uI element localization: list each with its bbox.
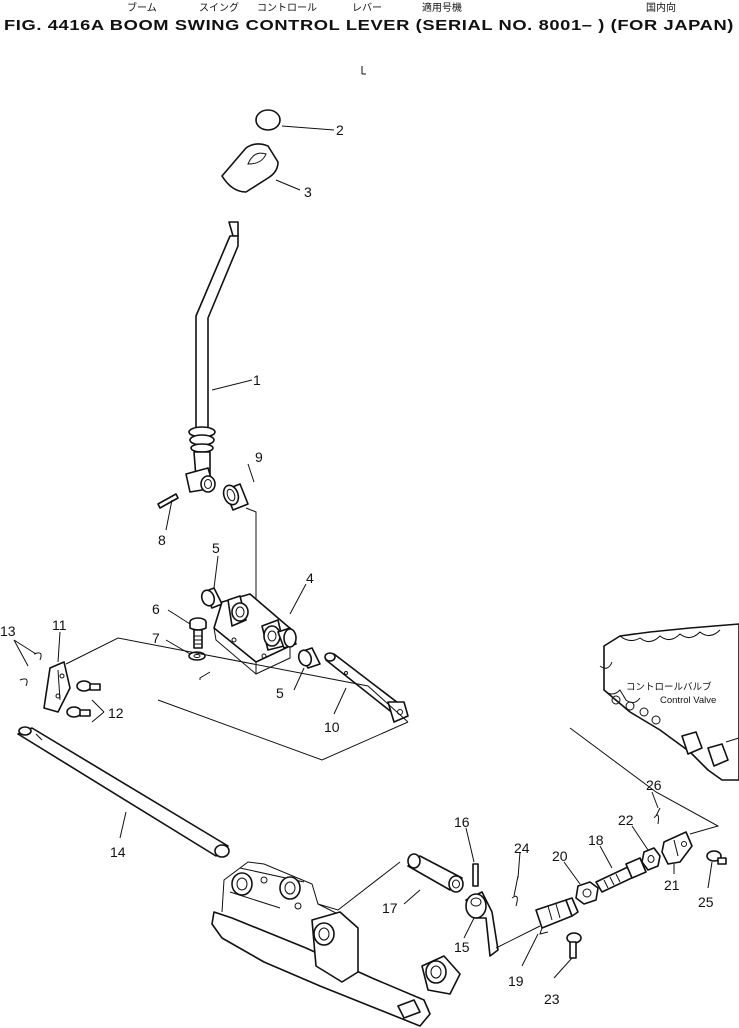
callout-19: 19 — [508, 973, 524, 989]
callout-14: 14 — [110, 844, 126, 860]
callout-22: 22 — [618, 812, 634, 828]
callout-25: 25 — [698, 894, 714, 910]
callout-18: 18 — [588, 832, 604, 848]
callout-8: 8 — [158, 532, 166, 548]
part-20-nut — [575, 881, 599, 905]
assembly-line-tick — [199, 671, 211, 680]
control-valve-label: Control Valve — [660, 695, 716, 706]
part-25-bolt — [706, 850, 727, 865]
jp-domestic: 国内向 — [646, 1, 676, 14]
part-16-pin — [472, 863, 479, 887]
callout-26: 26 — [646, 777, 662, 793]
control-valve: コントロールバルブ Control Valve — [599, 623, 739, 781]
part-19-yoke — [535, 897, 579, 935]
part-14-rod — [17, 726, 230, 858]
callout-24: 24 — [514, 840, 530, 856]
callout-16: 16 — [454, 814, 470, 830]
part-24-cotter-pin — [511, 875, 519, 907]
callout-13: 13 — [0, 623, 16, 639]
jp-lever: レバー — [352, 2, 382, 14]
part-9-bushing — [222, 483, 249, 511]
part-2-knob-ball — [255, 109, 281, 131]
part-18-threaded-rod — [595, 857, 647, 893]
callout-2: 2 — [336, 122, 344, 138]
callout-11: 11 — [52, 617, 67, 633]
assembly-line-upper — [65, 637, 409, 723]
callout-7: 7 — [152, 630, 160, 646]
part-8-spring-pin — [157, 493, 179, 509]
link-line-15-19 — [495, 925, 541, 949]
part-11-clamp-plate — [43, 661, 71, 713]
speck-mark — [361, 66, 366, 75]
callout-4: 4 — [306, 570, 314, 586]
assembly-line-lower — [157, 699, 409, 761]
callout-23: 23 — [544, 991, 560, 1007]
part-9-assembly-line — [245, 507, 257, 612]
callout-3: 3 — [304, 184, 312, 200]
part-17-sleeve — [407, 853, 464, 893]
callout-numbers: 2 3 1 9 8 5 4 6 7 5 10 11 13 12 14 17 16… — [0, 122, 714, 1007]
part-5-bushing-lower — [297, 647, 321, 669]
link-line-valve-clevis — [569, 727, 720, 835]
header: ブーム スイング コントロール レバー 適用号機 国内向 FIG. 4416A … — [4, 1, 734, 34]
part-12-bolt-upper — [76, 680, 101, 692]
leader-lines — [13, 125, 713, 979]
jp-control: コントロール — [257, 3, 317, 14]
jp-boom: ブーム — [127, 1, 157, 14]
callout-6: 6 — [152, 601, 160, 617]
part-1-control-lever — [185, 221, 239, 493]
callout-5-lower: 5 — [276, 685, 284, 701]
callout-1: 1 — [253, 372, 261, 388]
frame-bracket — [211, 861, 461, 1027]
callout-21: 21 — [664, 877, 680, 893]
callout-9: 9 — [255, 449, 263, 465]
part-10-shaft — [324, 652, 409, 723]
callout-10: 10 — [324, 719, 340, 735]
part-22-nut — [641, 847, 661, 871]
part-26-pin — [653, 807, 661, 825]
part-12-bolt-lower — [66, 706, 91, 718]
figure-title: FIG. 4416A BOOM SWING CONTROL LEVER (SER… — [4, 17, 734, 34]
part-15-arm — [465, 891, 499, 957]
jp-applicable: 適用号機 — [422, 1, 462, 14]
part-4-bracket — [213, 593, 297, 675]
callout-20: 20 — [552, 848, 568, 864]
callout-15: 15 — [454, 939, 470, 955]
part-5-bushing-upper — [200, 587, 223, 609]
jp-swing: スイング — [199, 1, 239, 14]
part-21-clevis — [661, 831, 693, 865]
part-23-bolt — [566, 932, 582, 959]
part-6-bolt — [189, 617, 207, 649]
callout-5-upper: 5 — [212, 540, 220, 556]
callout-17: 17 — [382, 900, 398, 916]
callout-12: 12 — [108, 705, 124, 721]
part-3-knob-cap — [221, 143, 279, 193]
control-valve-label-jp: コントロールバルブ — [626, 681, 712, 693]
